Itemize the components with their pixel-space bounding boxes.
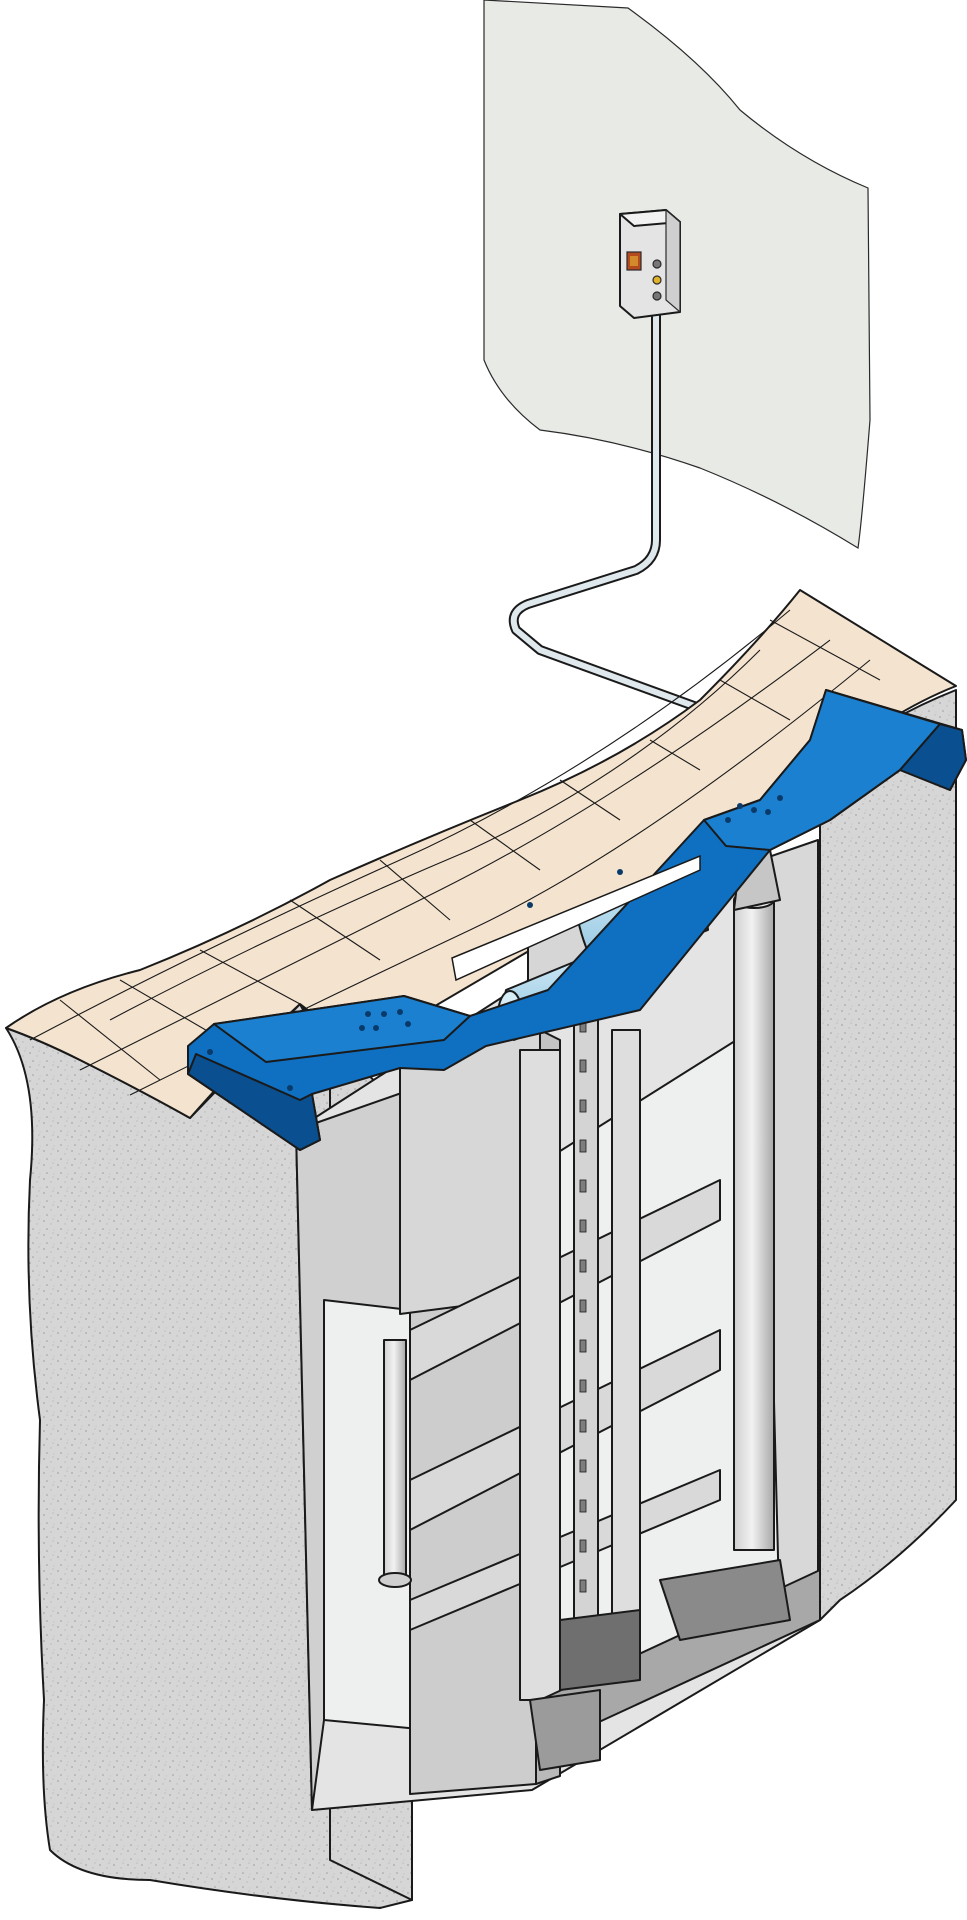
control-box bbox=[619, 208, 681, 319]
hydraulic-cylinder bbox=[378, 849, 781, 1588]
lift-platform bbox=[409, 1029, 821, 1771]
blue-top-frame bbox=[187, 689, 967, 1151]
tiled-floor bbox=[5, 589, 957, 1119]
conduit bbox=[508, 305, 765, 735]
